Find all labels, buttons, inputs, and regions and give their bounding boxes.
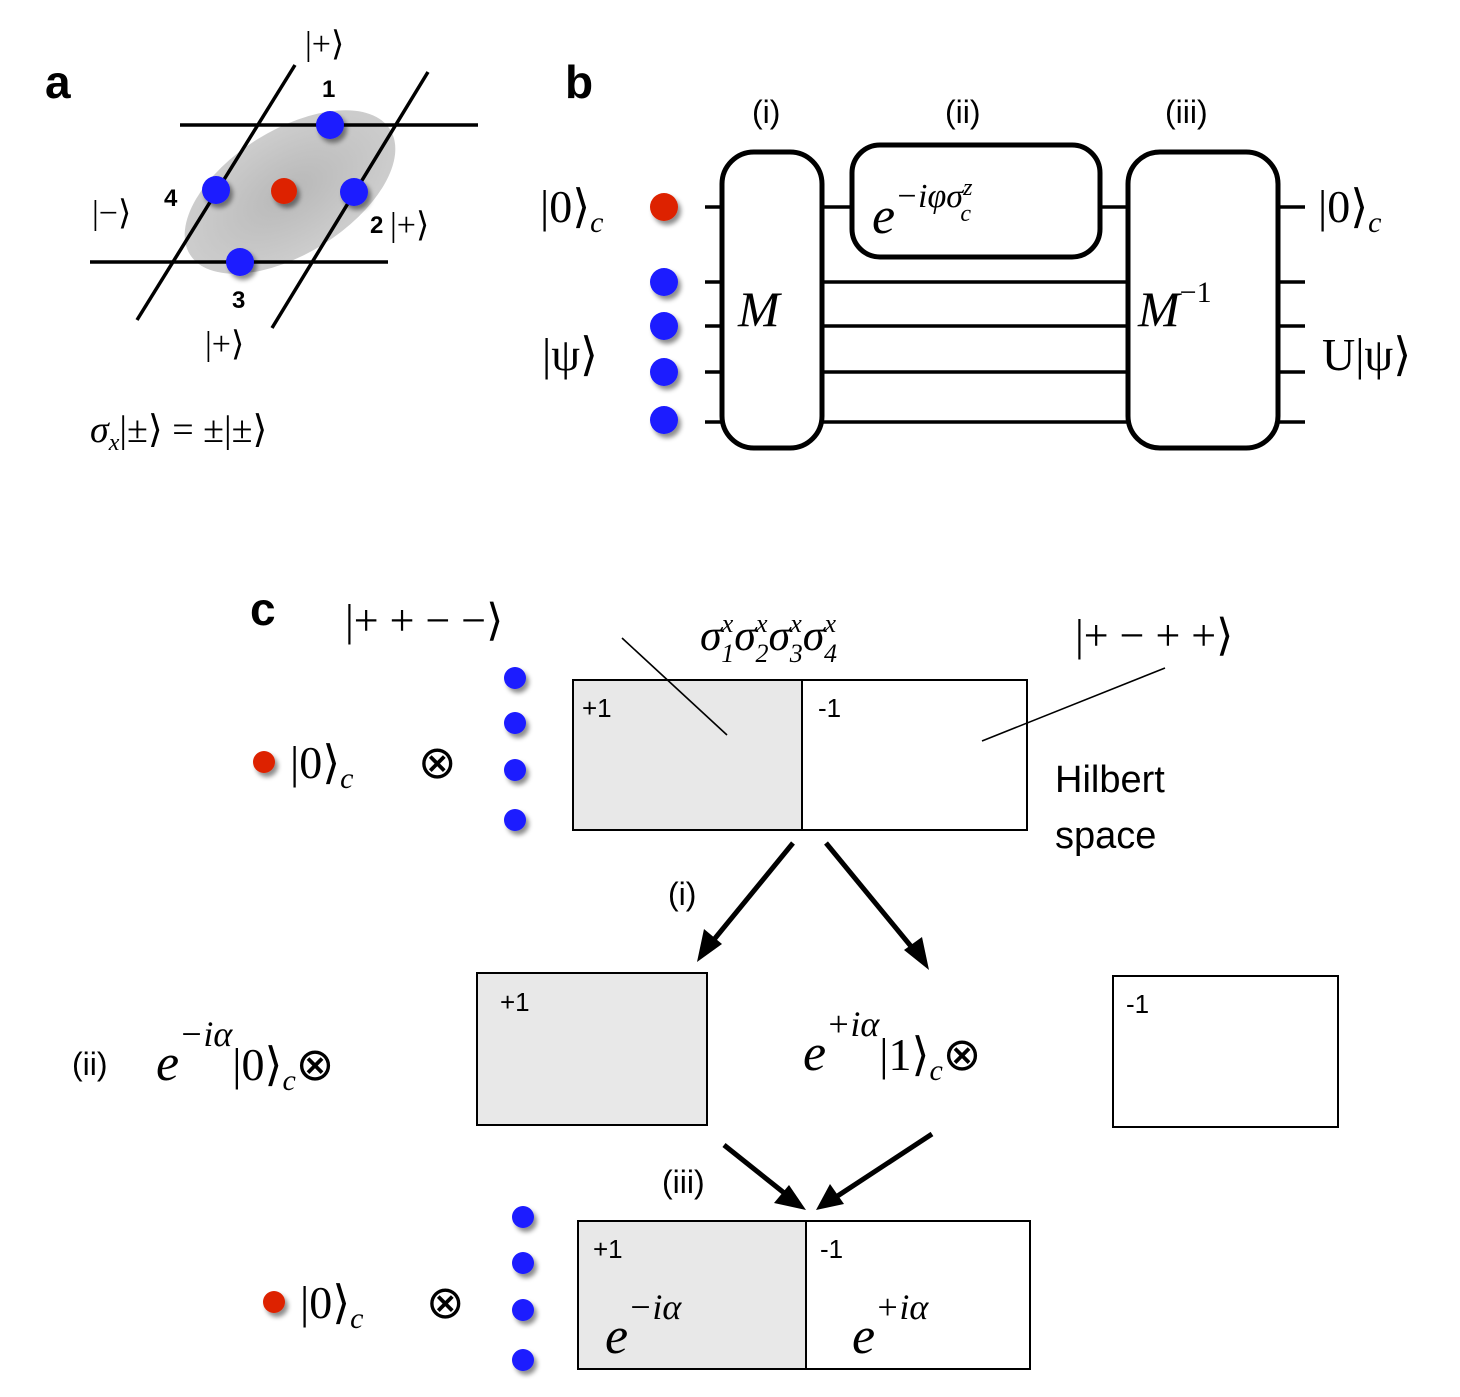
output-control-state: |0⟩c [1318,181,1381,239]
data-qubit-c-top-2 [504,712,526,734]
step-label-ii: (ii) [72,1046,108,1082]
ket-top: |+⟩ [305,26,344,63]
panel-label-b: b [565,56,593,108]
arrow-iii-left-head [774,1185,806,1210]
data-qubit-c-top-4 [504,809,526,831]
stage-label-ii: (ii) [945,94,981,130]
tensor-bottom: ⊗ [426,1277,465,1328]
bottom-control-state: |0⟩c [300,1277,363,1335]
data-qubit-b-2 [650,312,678,340]
plus-label-top: +1 [582,693,612,723]
data-qubit-c-bottom-1 [512,1206,534,1228]
gate-M [719,149,825,451]
control-qubit-b [650,193,678,221]
arrow-i-right-head [904,937,929,970]
ket-left: |−⟩ [92,195,131,232]
control-qubit-c-top [253,751,275,773]
input-psi-state: |ψ⟩ [542,329,598,380]
minus-label-top: -1 [818,693,841,723]
pointer-right [981,667,1166,742]
data-qubit-c-top-1 [504,667,526,689]
stage-label-iii: (iii) [1165,94,1208,130]
control-qubit [271,178,297,204]
arrow-i-left-shaft [710,841,795,944]
data-qubit-c-bottom-2 [512,1252,534,1274]
hilbert-minus-region [801,679,1028,831]
site-label-3: 3 [232,287,245,314]
step-label-i: (i) [668,876,696,912]
arrow-iii-right-shaft [834,1131,934,1200]
hilbert-label-1: Hilbert [1055,759,1165,801]
panel-label-c: c [250,583,276,635]
final-plus-region [577,1220,807,1370]
arrow-i-left-head [697,929,722,962]
stage-label-i: (i) [752,94,780,130]
arrow-iii-left-shaft [722,1143,790,1198]
site-label-4: 4 [164,185,178,212]
panel-label-a: a [45,56,71,108]
data-qubit-c-bottom-4 [512,1349,534,1371]
eigen-equation: σx|±⟩ = ±|±⟩ [90,409,267,456]
minus-label-bottom: -1 [820,1234,843,1264]
site-label-2: 2 [370,212,383,239]
projected-plus-region [476,972,708,1126]
step-label-iii: (iii) [662,1164,705,1200]
gate-M-label: M [737,281,782,337]
input-control-state: |0⟩c [540,181,603,239]
final-minus-region [805,1220,1031,1370]
plus-label-bottom: +1 [593,1234,623,1264]
gate-M-inverse [1125,149,1281,451]
hilbert-label-2: space [1055,815,1156,857]
final-phase-minus: e+iα [852,1287,929,1365]
ket-plus-plus-minus-minus: |+ + − −⟩ [345,596,503,645]
right-branch-state: e+iα|1⟩c⊗ [803,1004,981,1087]
data-qubit-b-3 [650,358,678,386]
arrow-i-right-shaft [824,841,916,952]
plus-label-middle: +1 [500,987,530,1017]
qubit-1 [316,111,344,139]
left-branch-state: e−iα|0⟩c⊗ [156,1014,334,1097]
ket-bottom: |+⟩ [205,326,244,363]
ket-plus-minus-plus-plus: |+ − + +⟩ [1075,611,1233,660]
ket-right: |+⟩ [390,207,429,244]
output-psi-state: U|ψ⟩ [1322,329,1411,380]
final-phase-plus: e−iα [605,1287,682,1365]
data-qubit-b-1 [650,268,678,296]
qubit-3 [226,248,254,276]
arrow-iii-right-head [816,1184,844,1210]
hilbert-plus-region [572,679,803,831]
minus-label-middle: -1 [1126,989,1149,1019]
pointer-left [621,637,728,736]
control-qubit-c-bottom [263,1291,285,1313]
gate-M-inverse-label: M−1 [1137,276,1212,337]
data-qubit-c-top-3 [504,759,526,781]
gate-phase [849,142,1103,260]
data-qubit-c-bottom-3 [512,1299,534,1321]
top-control-state: |0⟩c [290,737,353,795]
site-label-1: 1 [322,76,335,103]
panel-a: a 1 2 3 4 |+⟩ |−⟩ |+⟩ |+⟩ σx|±⟩ = ±|±⟩ [45,26,478,456]
qubit-4 [202,176,230,204]
tensor-top: ⊗ [418,737,457,788]
qubit-2 [340,178,368,206]
projected-minus-region [1112,975,1339,1128]
data-qubit-b-4 [650,406,678,434]
